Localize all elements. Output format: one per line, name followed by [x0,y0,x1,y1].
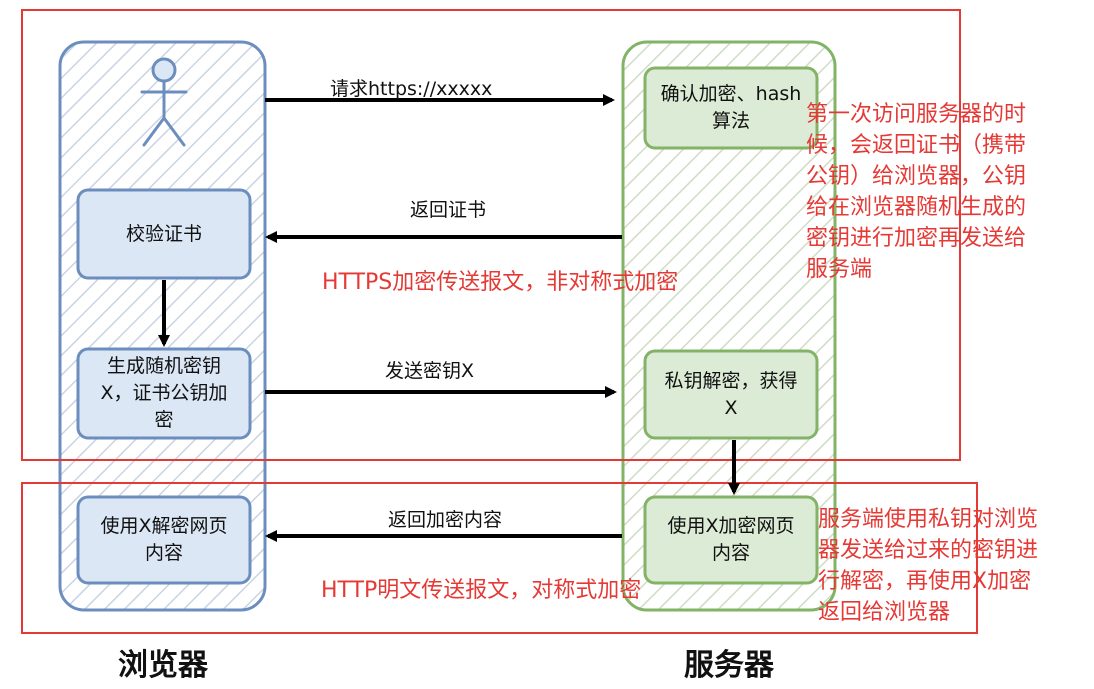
http-caption: HTTP明文传送报文，对称式加密 [321,578,642,603]
encrypt-content-box [643,495,819,585]
server-lane [621,40,837,612]
private-decrypt-box [643,349,819,440]
encrypt-content-label: 使用X加密网页 内容 [667,515,795,564]
https-region-outline [21,9,961,461]
gen-key-label: 生成随机密钥 X，证书公钥加 密 [100,355,228,431]
confirm-algo-label: 确认加密、hash 算法 [660,83,802,132]
server-decrypt-note: 服务端使用私钥对浏览 器发送给过来的密钥进 行解密，再使用X加密 返回给浏览器 [818,507,1039,625]
return-cert-label: 返回证书 [410,199,487,221]
https-caption: HTTPS加密传送报文，非对称式加密 [322,270,679,295]
return-content-label: 返回加密内容 [388,509,503,531]
person-icon [140,57,188,147]
browser-title: 浏览器 [118,648,208,683]
http-region-outline [21,482,978,634]
verify-cert-label: 校验证书 [125,222,202,245]
verify-cert-box [76,188,252,280]
send-key-label: 发送密钥X [385,360,475,382]
decrypt-page-box [76,495,252,585]
confirm-algo-box [643,66,819,150]
first-visit-note: 第一次访问服务器的时 候，会返回证书（携带 公钥）给浏览器，公钥 给在浏览器随机… [806,102,1027,282]
private-decrypt-label: 私钥解密，获得 X [664,369,798,419]
gen-key-box [76,347,252,440]
decrypt-page-label: 使用X解密网页 内容 [100,515,228,564]
request-label: 请求https://xxxxx [330,78,493,100]
server-title: 服务器 [684,648,774,683]
